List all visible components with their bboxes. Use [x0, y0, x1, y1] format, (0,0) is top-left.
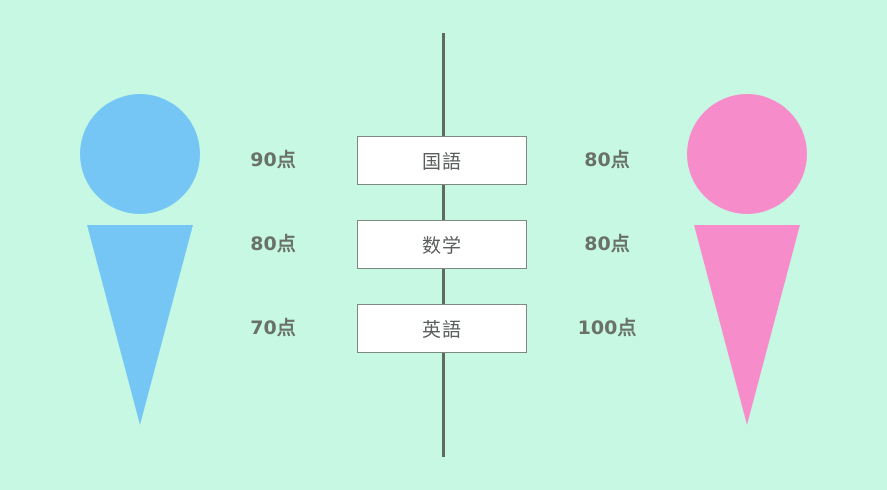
left-score-english: 70点 [250, 317, 296, 339]
subject-label-japanese: 国語 [357, 136, 527, 185]
left-person-body [87, 225, 193, 425]
left-person-head [80, 94, 200, 214]
right-person-body [694, 225, 800, 425]
right-score-math: 80点 [584, 233, 630, 255]
right-score-japanese: 80点 [584, 149, 630, 171]
right-person-head [687, 94, 807, 214]
right-score-english: 100点 [577, 317, 637, 339]
subject-label-english: 英語 [357, 304, 527, 353]
left-score-japanese: 90点 [250, 149, 296, 171]
left-score-math: 80点 [250, 233, 296, 255]
subject-label-math: 数学 [357, 220, 527, 269]
